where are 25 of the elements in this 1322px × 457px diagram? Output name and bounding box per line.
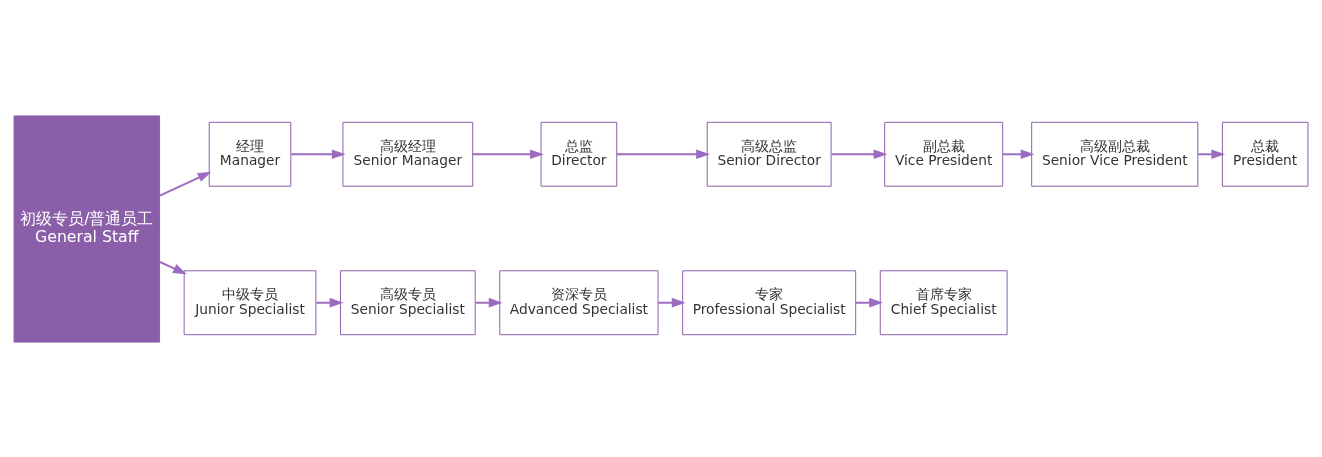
node-box: 高级专员 Senior Specialist [340,269,476,335]
arrow [474,297,503,308]
arrow [158,171,212,197]
node-box: 高级总监 Senior Director [706,121,832,187]
node-box: 总裁 President [1221,121,1309,187]
node-box: 初级专员/普通员工 General Staff [13,114,161,343]
arrow [854,297,883,308]
node-box: 总监 Director [540,121,618,187]
arrow [290,148,346,159]
arrow [471,148,544,159]
node-box: 资深专员 Advanced Specialist [499,269,659,335]
arrow [315,297,344,308]
arrow [1001,148,1035,159]
node-box: 高级副总裁 Senior Vice President [1031,121,1199,187]
node-box: 高级经理 Senior Manager [342,121,474,187]
arrow [657,297,686,308]
node-box: 副总裁 Vice President [884,121,1004,187]
arrow [158,260,187,274]
arrow [1197,148,1226,159]
arrow [616,148,710,159]
node-box: 专家 Professional Specialist [682,269,857,335]
node-box: 首席专家 Chief Specialist [879,269,1008,335]
node-box: 经理 Manager [208,121,292,187]
arrow [830,148,888,159]
node-box: 中级专员 Junior Specialist [183,269,317,335]
